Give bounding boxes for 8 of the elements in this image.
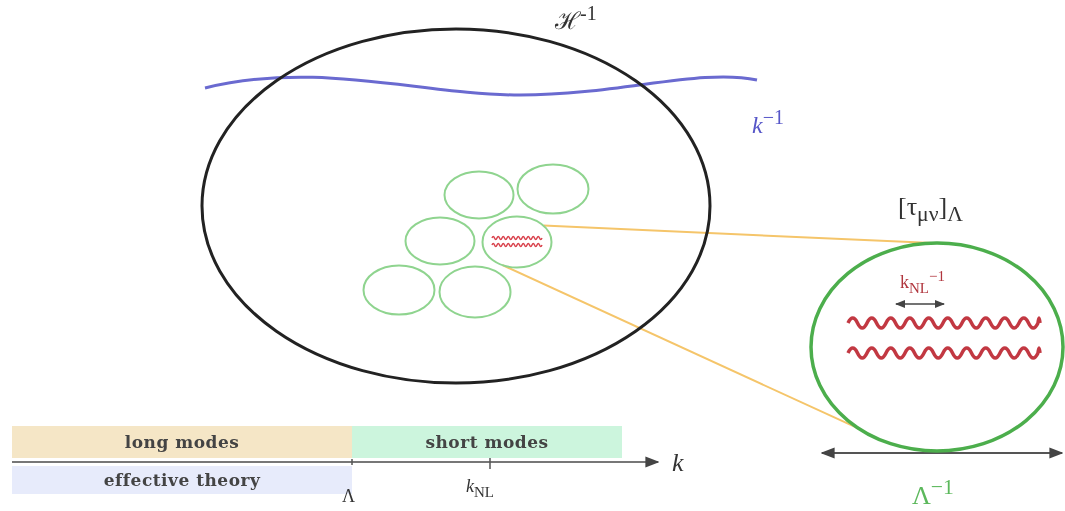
dimension-label: Λ$^{−1}$ <box>912 475 954 511</box>
band: short modes <box>352 426 622 458</box>
band: long modes <box>12 426 352 458</box>
region-label: [τ$_{μν}$]$_{Λ}$ <box>898 192 963 228</box>
axis-label: k <box>672 448 684 478</box>
tick-label: k$_{NL}$ <box>466 476 494 501</box>
region-label: ℋ$^{-1}$ <box>555 2 597 36</box>
wave-label: k$^{−1}$ <box>752 106 784 139</box>
